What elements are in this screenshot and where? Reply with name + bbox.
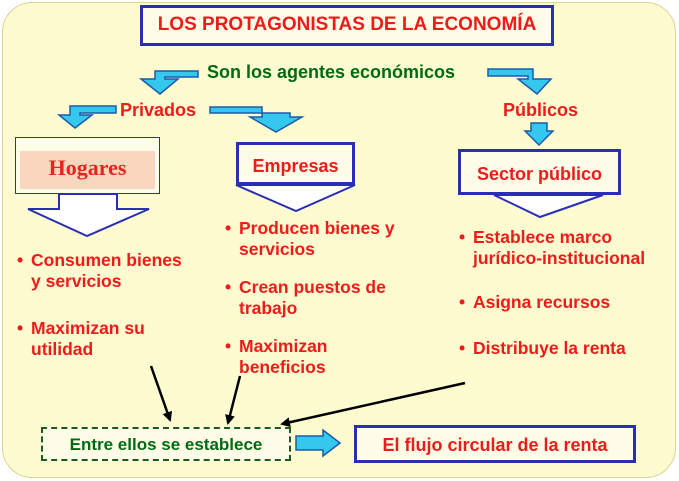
branch-public-label: Públicos [503, 100, 579, 120]
sector-publico-pointer [493, 194, 604, 219]
result-box: El flujo circular de la renta [354, 425, 636, 463]
hogares-pointer [27, 193, 150, 238]
hogares-box: Hogares [15, 137, 160, 194]
hogares-fill [20, 151, 155, 189]
arrow-to-hogares [56, 105, 117, 129]
arrow-hogares-to-relation [149, 365, 173, 422]
arrow-to-empresas [209, 106, 305, 133]
branch-private-label: Privados [120, 100, 197, 120]
sector-publico-item-2-text: Asigna recursos [473, 292, 611, 312]
arrow-sector-to-relation [280, 381, 466, 428]
page-title: LOS PROTAGONISTAS DE LA ECONOMÍA [157, 14, 537, 35]
relation-text: Entre ellos se establece [69, 435, 263, 454]
sector-publico-item-3: • Distribuye la renta [459, 338, 626, 358]
relation-box: Entre ellos se establece [41, 427, 291, 461]
arrow-empresas-to-relation [225, 375, 242, 425]
sector-publico-label: Sector público [476, 164, 602, 184]
arrow-to-private [138, 70, 199, 95]
sector-publico-box: Sector público [458, 149, 621, 195]
title-box: LOS PROTAGONISTAS DE LA ECONOMÍA [140, 5, 554, 46]
subtitle: Son los agentes económicos [207, 62, 456, 82]
empresas-box: Empresas [236, 142, 355, 185]
sector-publico-item-3-text: Distribuye la renta [473, 338, 626, 358]
arrow-to-result [295, 428, 342, 458]
arrow-to-sector-publico [523, 122, 555, 147]
empresas-pointer [235, 184, 356, 213]
arrow-to-public [487, 68, 553, 96]
sector-publico-item-2: • Asigna recursos [459, 292, 611, 312]
hogares-label: Hogares [48, 155, 127, 180]
empresas-label: Empresas [252, 156, 339, 176]
result-text: El flujo circular de la renta [382, 435, 608, 455]
